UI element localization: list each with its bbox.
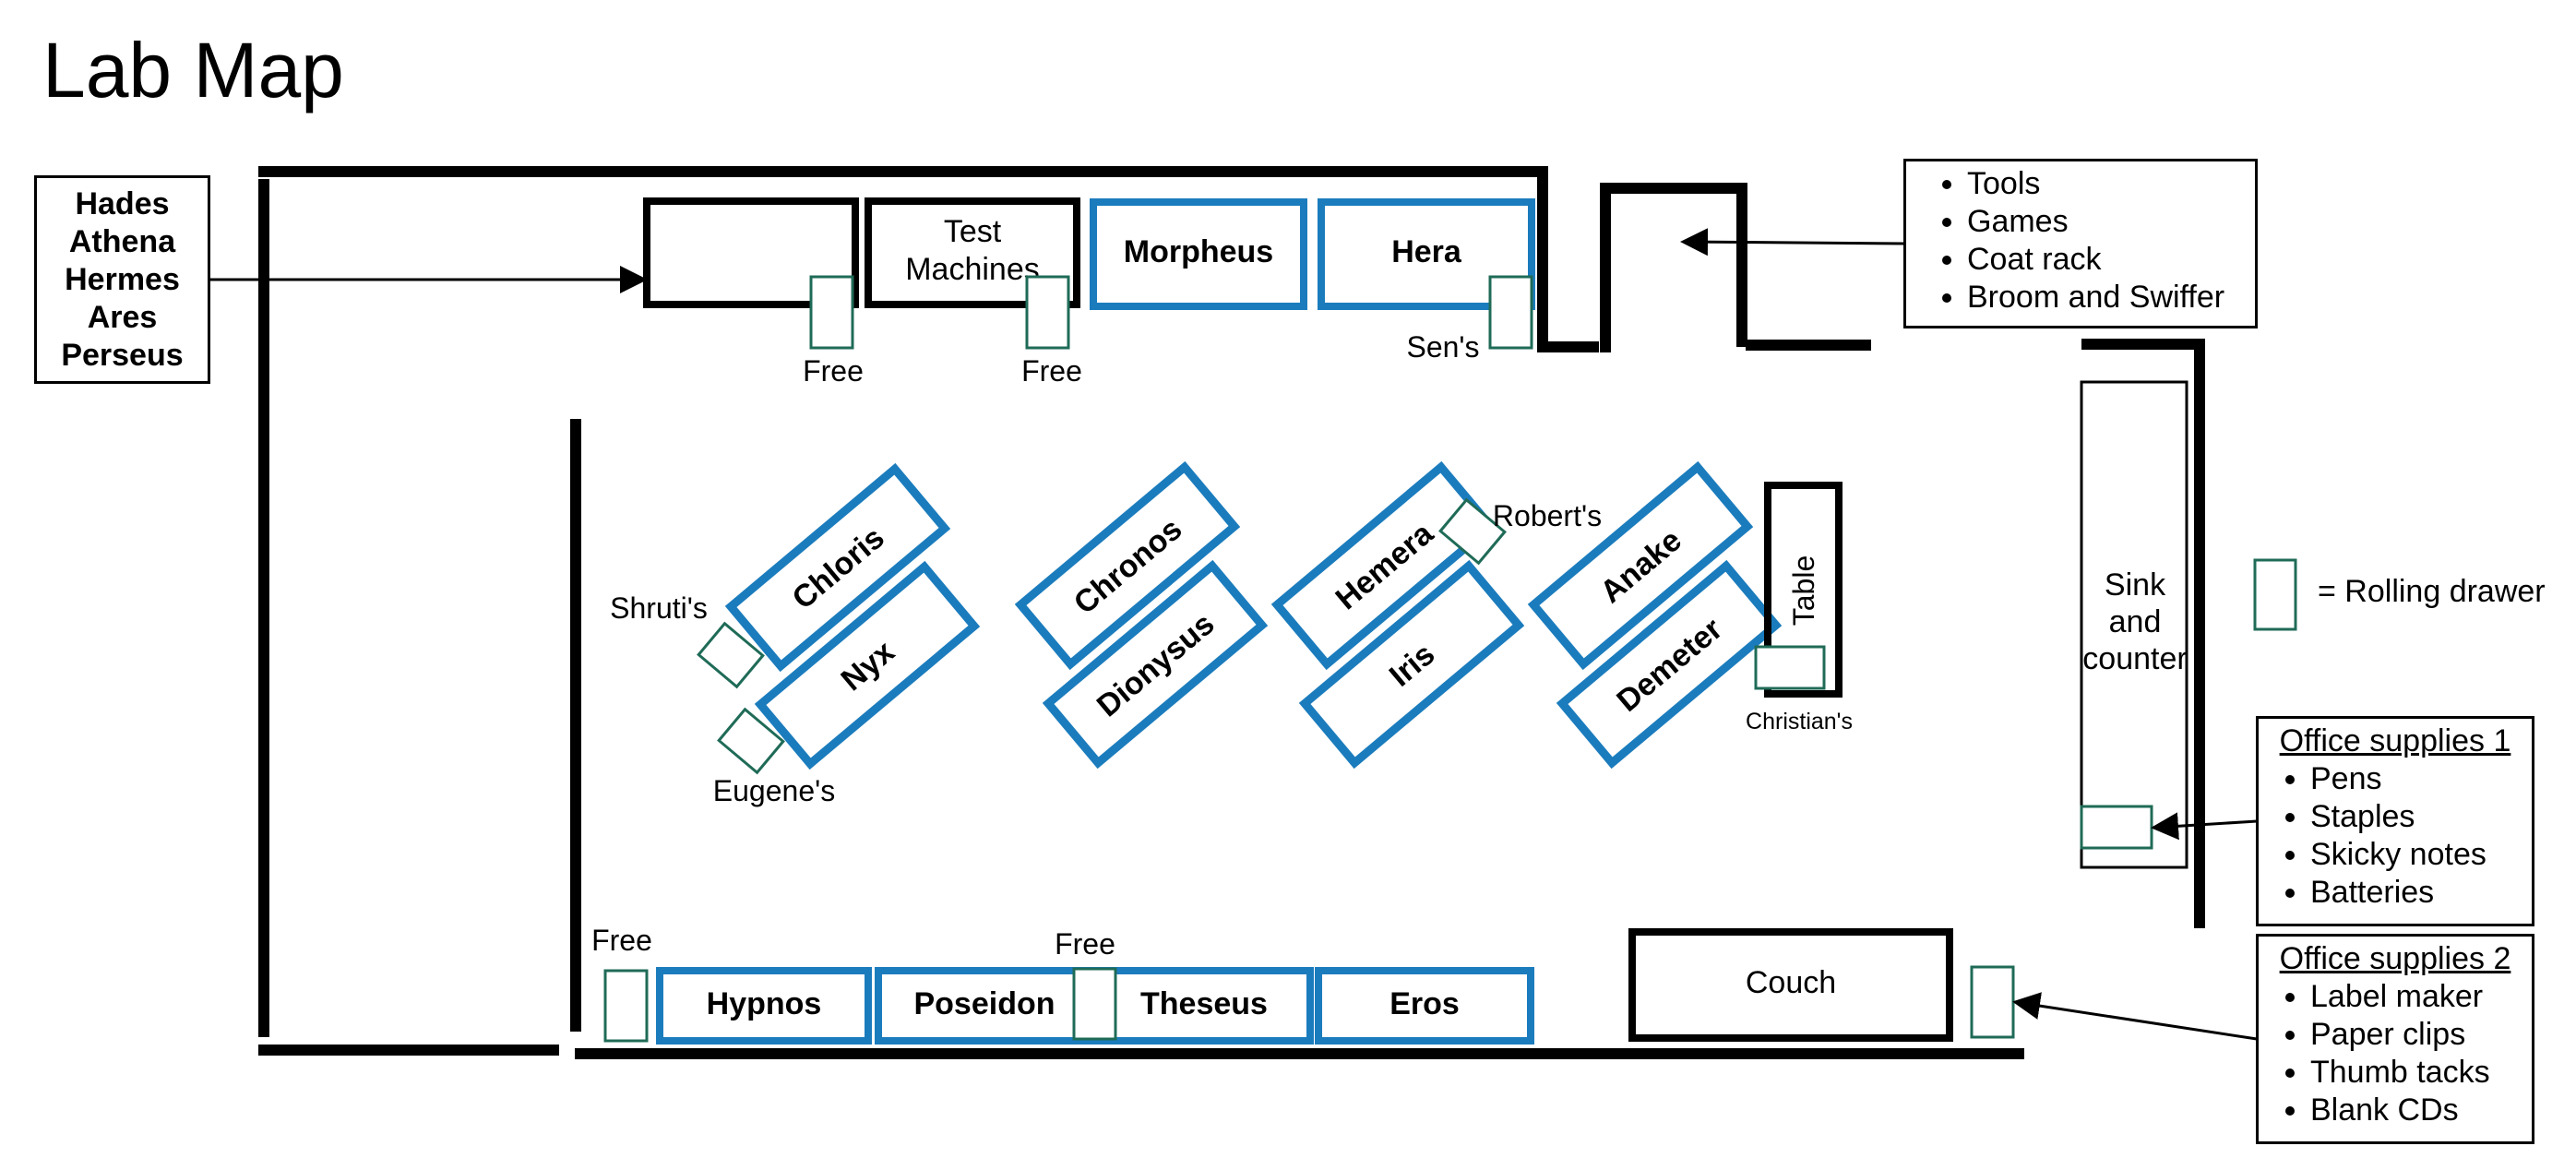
list-item: Paper clips bbox=[2310, 1016, 2532, 1054]
desk-poseidon-label: Poseidon bbox=[913, 986, 1055, 1021]
table bbox=[1764, 482, 1843, 698]
rolling-drawer bbox=[2080, 805, 2153, 850]
office-supplies-1-list: Pens Staples Skicky notes Batteries bbox=[2259, 760, 2532, 912]
desk-dionysus-outline bbox=[1042, 559, 1269, 770]
servers-box: Hades Athena Hermes Ares Perseus bbox=[34, 175, 210, 384]
list-item: Skicky notes bbox=[2310, 836, 2532, 874]
arrow-storage-to-closet bbox=[1680, 228, 1905, 257]
office-supplies-1-title: Office supplies 1 bbox=[2279, 723, 2511, 758]
test-machines-label-2: Machines bbox=[905, 252, 1040, 287]
couch-label: Couch bbox=[1746, 965, 1836, 1000]
desk-empty bbox=[643, 197, 859, 308]
list-item: Thumb tacks bbox=[2310, 1054, 2532, 1092]
desk-eros bbox=[1315, 967, 1534, 1045]
desk-nyx-outline bbox=[754, 560, 981, 770]
list-item: Tools bbox=[1967, 165, 2255, 203]
desk-nyx-label: Nyx bbox=[835, 634, 901, 698]
desk-morpheus bbox=[1090, 198, 1307, 310]
office-supplies-2-title: Office supplies 2 bbox=[2279, 941, 2511, 976]
desk-test-machines bbox=[865, 197, 1080, 308]
legend-label: = Rolling drawer bbox=[2318, 574, 2546, 609]
rolling-drawer bbox=[697, 621, 765, 689]
desk-hemera-outline bbox=[1270, 460, 1497, 671]
test-machines-label-1: Test bbox=[944, 214, 1002, 249]
list-item: Label maker bbox=[2310, 978, 2532, 1016]
desk-chloris-label: Chloris bbox=[786, 520, 891, 616]
desk-morpheus-label: Morpheus bbox=[1124, 234, 1273, 269]
diagonal-desks: Chloris Nyx Chronos Dionysus Hemera Iris… bbox=[724, 460, 1783, 770]
desk-chronos-outline bbox=[1014, 460, 1241, 671]
desk-eros-label: Eros bbox=[1389, 986, 1460, 1021]
desk-iris-label: Iris bbox=[1383, 637, 1442, 694]
storage-list: Tools Games Coat rack Broom and Swiffer bbox=[1906, 165, 2255, 316]
sink-label-1: Sink bbox=[2105, 567, 2166, 603]
roberts-label: Robert's bbox=[1493, 499, 1602, 532]
office-supplies-2-list: Label maker Paper clips Thumb tacks Blan… bbox=[2259, 978, 2532, 1129]
free-label: Free bbox=[803, 354, 864, 388]
office-supplies-1-box: Office supplies 1 Pens Staples Skicky no… bbox=[2256, 716, 2534, 926]
desk-anake-label: Anake bbox=[1593, 522, 1688, 610]
desk-anake-outline bbox=[1527, 460, 1754, 671]
list-item: Staples bbox=[2310, 798, 2532, 836]
sink-label-2: and bbox=[2109, 604, 2162, 639]
desk-chloris-outline bbox=[724, 462, 951, 673]
christians-label: Christian's bbox=[1746, 709, 1853, 734]
free-label: Free bbox=[1021, 354, 1082, 388]
rolling-drawer bbox=[1072, 967, 1117, 1041]
desk-dionysus-label: Dionysus bbox=[1091, 606, 1222, 723]
rolling-drawer bbox=[717, 707, 785, 775]
rolling-drawer bbox=[1025, 275, 1070, 350]
desk-hera-label: Hera bbox=[1391, 234, 1462, 269]
rolling-drawer bbox=[1488, 275, 1533, 350]
server-name: Ares bbox=[87, 300, 158, 335]
arrow-office-supplies-2 bbox=[2012, 992, 2258, 1041]
office-supplies-2-box: Office supplies 2 Label maker Paper clip… bbox=[2256, 934, 2534, 1144]
rolling-drawer bbox=[1970, 965, 2015, 1039]
eugenes-label: Eugene's bbox=[713, 774, 835, 807]
couch bbox=[1628, 928, 1953, 1042]
desk-demeter-outline bbox=[1556, 559, 1783, 770]
desk-iris-outline bbox=[1298, 559, 1525, 770]
rolling-drawer bbox=[1438, 497, 1507, 566]
shrutis-label: Shruti's bbox=[610, 591, 708, 625]
desk-hypnos bbox=[656, 967, 872, 1045]
free-label: Free bbox=[1055, 927, 1115, 961]
server-name: Hermes bbox=[65, 262, 180, 297]
table-label: Table bbox=[1787, 555, 1820, 627]
server-name: Perseus bbox=[61, 338, 184, 373]
list-item: Blank CDs bbox=[2310, 1092, 2532, 1129]
list-item: Broom and Swiffer bbox=[1967, 279, 2255, 316]
list-item: Coat rack bbox=[1967, 241, 2255, 279]
sens-label: Sen's bbox=[1406, 330, 1479, 364]
rolling-drawer bbox=[1754, 645, 1826, 690]
desk-theseus-label: Theseus bbox=[1140, 986, 1268, 1021]
sink-and-counter bbox=[2080, 380, 2188, 869]
list-item: Pens bbox=[2310, 760, 2532, 798]
list-item: Games bbox=[1967, 203, 2255, 241]
list-item: Batteries bbox=[2310, 874, 2532, 912]
page-title: Lab Map bbox=[42, 27, 344, 113]
arrow-office-supplies-1 bbox=[2151, 812, 2258, 841]
walls bbox=[258, 166, 2205, 1059]
storage-box: Tools Games Coat rack Broom and Swiffer bbox=[1903, 159, 2258, 328]
rolling-drawer bbox=[603, 969, 649, 1043]
legend-rolling-drawer-icon bbox=[2253, 558, 2297, 631]
rolling-drawer bbox=[809, 275, 854, 350]
sink-label-3: counter bbox=[2082, 641, 2187, 676]
desk-hera bbox=[1318, 198, 1535, 310]
free-label: Free bbox=[591, 924, 652, 957]
desk-hypnos-label: Hypnos bbox=[707, 986, 822, 1021]
server-name: Athena bbox=[68, 224, 176, 259]
server-name: Hades bbox=[75, 186, 170, 221]
